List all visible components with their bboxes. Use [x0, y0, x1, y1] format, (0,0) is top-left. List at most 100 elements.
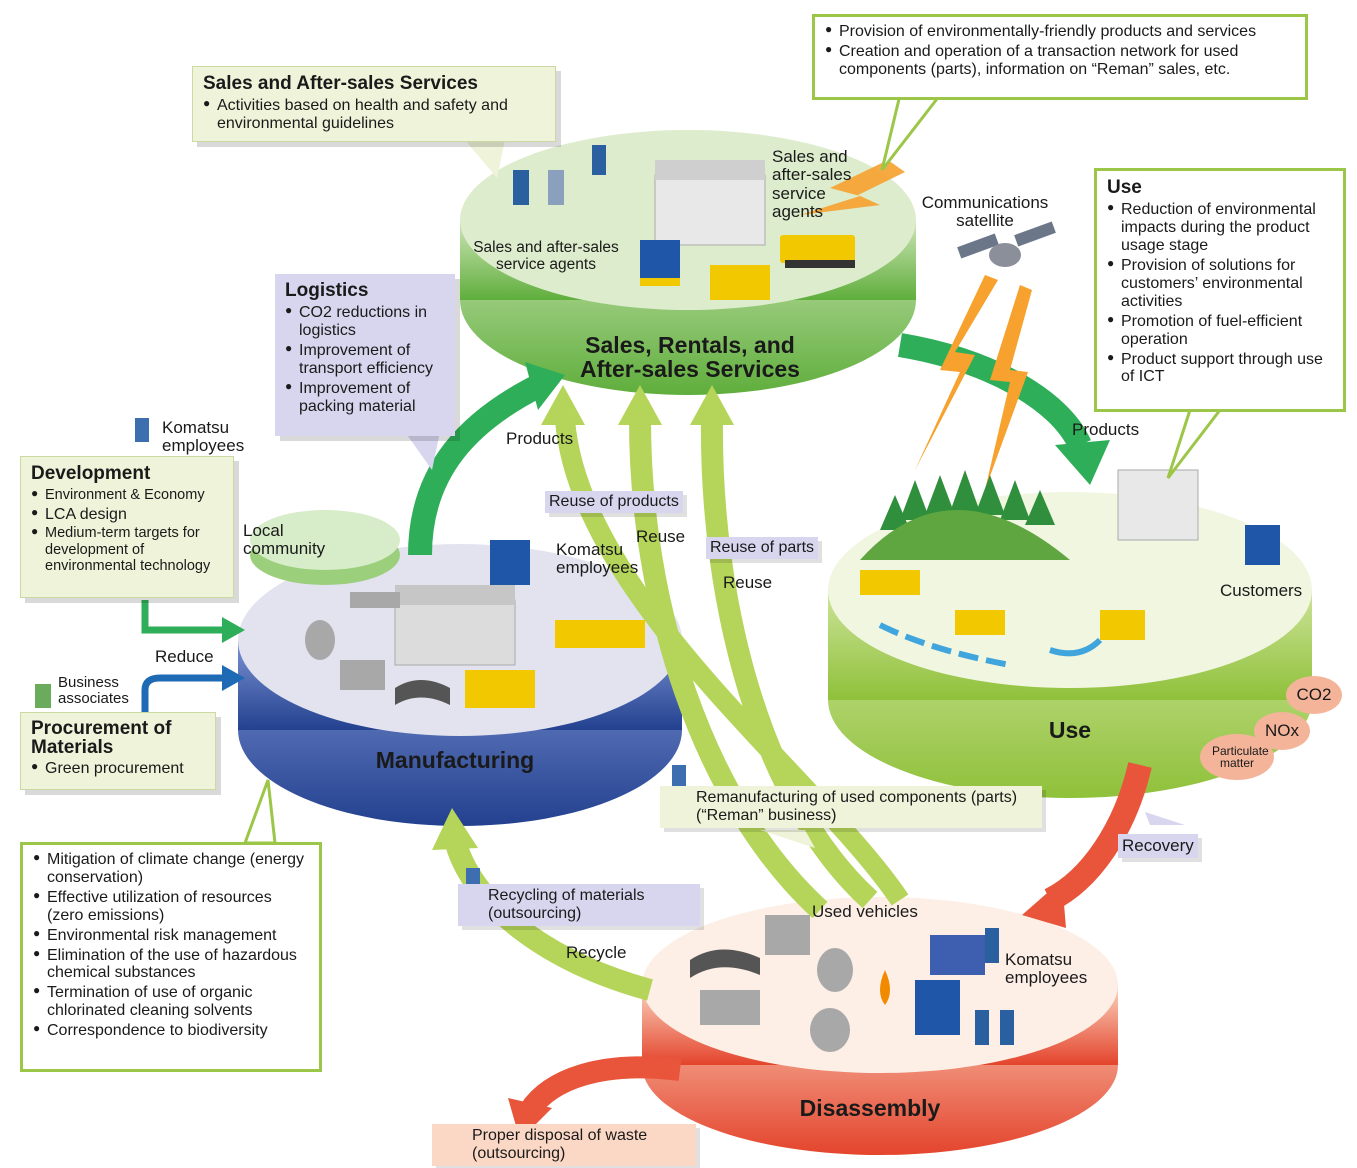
- recovery-arrow: [1044, 762, 1152, 911]
- procurement-title: Procurement of Materials: [31, 718, 172, 758]
- stage-title-sales: Sales, Rentals, and After-sales Services: [580, 332, 800, 383]
- komatsu-employees-label: Komatsu employees: [1005, 950, 1088, 988]
- logistics-box: Logistics CO2 reductions in logistics Im…: [275, 274, 455, 436]
- stage-title-use: Use: [1048, 717, 1092, 743]
- local-community-label: Local community: [243, 521, 326, 559]
- measures-item: Elimination of the use of hazardous chem…: [33, 947, 309, 983]
- excavator-icon: [780, 235, 855, 268]
- logistics-item: Improvement of transport efficiency: [285, 342, 445, 378]
- development-item: Environment & Economy: [31, 487, 223, 503]
- forklift-icon: [640, 240, 680, 286]
- satellite-label: Communications satellite: [921, 193, 1049, 231]
- lightning-bolt-2: [985, 285, 1032, 490]
- nox-label: NOx: [1265, 721, 1299, 740]
- track-icon: [395, 680, 450, 705]
- reman-tag: Remanufacturing of used components (part…: [660, 786, 1042, 828]
- products-label: Products: [1072, 420, 1140, 439]
- flow-arrow: [878, 622, 1011, 668]
- building-icon: [1117, 469, 1199, 541]
- business-associates-label: Business associates: [58, 674, 129, 708]
- recycle-label: Recycle: [566, 943, 627, 962]
- measures-item: Mitigation of climate change (energy con…: [33, 851, 309, 887]
- komatsu-employees-label: Komatsu employees: [162, 418, 245, 456]
- development-title: Development: [31, 463, 151, 484]
- komatsu-employees-label: Komatsu employees: [556, 540, 639, 578]
- sales-agents-disc-label: Sales and after-sales service agents: [473, 239, 619, 273]
- recycling-materials-text: Recycling of materials (outsourcing): [488, 887, 645, 922]
- reduce-label: Reduce: [155, 647, 214, 666]
- reuse-label: Reuse: [636, 527, 686, 546]
- use-box: Use Reduction of environmental impacts d…: [1094, 168, 1346, 412]
- excavator-icon: [930, 935, 985, 975]
- use-item: Product support through use of ICT: [1107, 351, 1333, 387]
- disposal-arrow: [520, 1056, 682, 1117]
- hill-icon: [860, 510, 1070, 560]
- use-item: Provision of solutions for customers’ en…: [1107, 257, 1333, 311]
- reuse-of-parts-tag: Reuse of parts: [706, 537, 819, 559]
- development-item: LCA design: [31, 506, 223, 524]
- particulate-label: Particulate matter: [1212, 744, 1269, 770]
- co2-emission-badge: CO2: [1286, 676, 1342, 714]
- stage-title-manufacturing: Manufacturing: [375, 747, 535, 773]
- use-item: Promotion of fuel-efficient operation: [1107, 313, 1333, 349]
- local-community-disc: [250, 510, 400, 585]
- proper-disposal-text: Proper disposal of waste (outsourcing): [472, 1127, 648, 1162]
- development-item: Medium-term targets for development of e…: [31, 525, 223, 574]
- callout-pointer: [405, 432, 440, 470]
- sales-service-box: Sales and After-sales Services Activitie…: [192, 66, 556, 142]
- products-arrow-right: [898, 333, 1091, 451]
- logistics-item: Improvement of packing material: [285, 380, 445, 416]
- logistics-title: Logistics: [285, 280, 369, 301]
- tree-icon: [880, 470, 1055, 530]
- callout-pointer: [760, 830, 815, 848]
- track-icon: [690, 949, 760, 978]
- bulldozer-icon: [465, 670, 535, 708]
- excavator-icon: [860, 570, 1145, 640]
- procurement-box: Procurement of Materials Green procureme…: [20, 712, 216, 790]
- measures-item: Termination of use of organic chlorinate…: [33, 984, 309, 1020]
- products-arrowhead-left: [525, 362, 565, 410]
- customers-label: Customers: [1220, 581, 1303, 600]
- reuse-arrow-2: [700, 419, 878, 909]
- reuse-of-products-tag: Reuse of products: [545, 491, 683, 513]
- measures-item: Environmental risk management: [33, 927, 309, 945]
- sales-agents-label: Sales and after-sales service agents: [772, 147, 852, 222]
- building-icon: [394, 585, 516, 666]
- reman-text: Remanufacturing of used components (part…: [696, 789, 1018, 824]
- callout-pointer: [1166, 408, 1224, 479]
- callout-pointer: [242, 779, 277, 845]
- provision-box: Provision of environmentally-friendly pr…: [812, 14, 1308, 100]
- forklift-icon: [490, 540, 530, 585]
- sales-service-title: Sales and After-sales Services: [203, 73, 478, 94]
- co2-label: CO2: [1296, 685, 1332, 704]
- products-label: Products: [506, 429, 574, 448]
- person-icon: [35, 145, 1014, 1149]
- bulldozer-icon: [710, 265, 770, 300]
- material-blocks: [305, 592, 853, 1052]
- used-vehicles-label: Used vehicles: [812, 902, 918, 921]
- callout-pointer: [1145, 812, 1185, 825]
- measures-item: Effective utilization of resources (zero…: [33, 889, 309, 925]
- procurement-reduce-arrow: [141, 674, 225, 712]
- measures-item: Correspondence to biodiversity: [33, 1022, 309, 1040]
- excavator-icon: [555, 620, 645, 648]
- recycle-arrow: [444, 836, 653, 1001]
- use-title: Use: [1107, 177, 1142, 198]
- provision-item: Creation and operation of a transaction …: [825, 43, 1295, 79]
- recycling-materials-tag: Recycling of materials (outsourcing): [458, 884, 700, 926]
- sales-service-item: Activities based on health and safety an…: [203, 97, 545, 133]
- proper-disposal-tag: Proper disposal of waste (outsourcing): [432, 1124, 696, 1166]
- flow-arrow: [1049, 637, 1103, 657]
- manufacturing-measures-box: Mitigation of climate change (energy con…: [20, 842, 322, 1072]
- satellite-icon: [957, 221, 1056, 267]
- products-arrowhead-right: [1055, 440, 1110, 485]
- callout-pointer: [465, 140, 505, 178]
- building-icon: [654, 160, 766, 246]
- oil-drop-icon: [880, 970, 890, 1005]
- callout-pointer: [880, 93, 944, 171]
- products-arrow-left: [408, 374, 546, 556]
- recovery-tag: Recovery: [1118, 834, 1198, 858]
- stage-title-disassembly: Disassembly: [799, 1095, 941, 1121]
- development-box: Development Environment & Economy LCA de…: [20, 456, 234, 598]
